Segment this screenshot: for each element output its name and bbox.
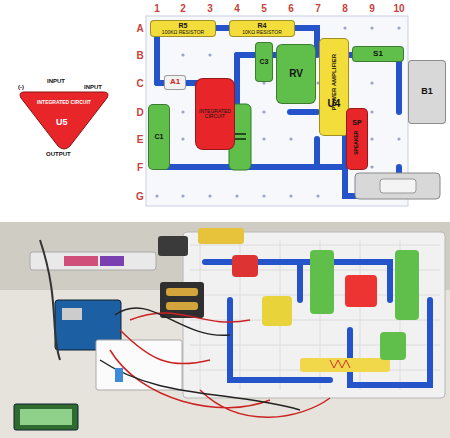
- pinout-symbol: (-) INPUT INPUT INTEGRATED CIRCUIT U5OUTPUT: [14, 78, 114, 162]
- part-label: C1: [155, 133, 164, 140]
- row-letter: C: [136, 78, 143, 89]
- component-block: R5100KΩ RESISTOR: [150, 20, 216, 37]
- grid-dot: [397, 137, 400, 140]
- grid-dot: [181, 110, 184, 113]
- column-number: 9: [369, 3, 375, 14]
- grid-dot: [208, 53, 211, 56]
- part-label: R4: [258, 22, 267, 29]
- part-label: INTEGRATED CIRCUIT: [34, 100, 94, 105]
- row-letter: A: [136, 23, 143, 34]
- part-label: R5: [179, 22, 188, 29]
- component-block: RV: [276, 44, 316, 104]
- grid-dot: [181, 194, 184, 197]
- component-block: R410KΩ RESISTOR: [229, 20, 295, 37]
- component-block: SP SPEAKER: [346, 108, 368, 170]
- grid-dot: [262, 194, 265, 197]
- column-number: 4: [234, 3, 240, 14]
- row-letter: G: [136, 191, 144, 202]
- component-block: POWER AMPLIFIERU4: [319, 38, 349, 136]
- part-label: INPUT: [84, 84, 102, 90]
- column-number: 8: [342, 3, 348, 14]
- part-label: S1: [373, 50, 383, 58]
- column-number: 3: [207, 3, 213, 14]
- grid-dot: [343, 26, 346, 29]
- battery-holder: [355, 173, 440, 199]
- row-letter: B: [136, 50, 143, 61]
- part-label: SPEAKER: [354, 131, 359, 155]
- part-label: 10KΩ RESISTOR: [242, 30, 282, 35]
- part-label: INTEGRATED CIRCUIT: [196, 109, 234, 120]
- photo: [0, 222, 450, 438]
- grid-dot: [155, 194, 158, 197]
- part-label: C3: [260, 58, 269, 65]
- grid-dot: [370, 26, 373, 29]
- grid-dot: [370, 165, 373, 168]
- part-label: B1: [421, 87, 433, 96]
- grid-dot: [370, 110, 373, 113]
- row-letter: E: [137, 134, 144, 145]
- row-letter: F: [137, 162, 143, 173]
- column-number: 7: [315, 3, 321, 14]
- column-number: 6: [288, 3, 294, 14]
- component-block: INTEGRATED CIRCUIT: [195, 78, 235, 150]
- component-block: A1: [164, 75, 186, 90]
- row-letter: D: [136, 107, 143, 118]
- grid-dot: [289, 137, 292, 140]
- grid-dot: [181, 137, 184, 140]
- grid-dot: [181, 53, 184, 56]
- part-label: RV: [289, 69, 303, 80]
- component-block: C3: [255, 42, 273, 82]
- part-label: OUTPUT: [46, 151, 71, 157]
- component-block: B1: [408, 60, 446, 124]
- part-label: U5: [56, 118, 68, 127]
- part-label: 100KΩ RESISTOR: [162, 30, 204, 35]
- grid-dot: [262, 137, 265, 140]
- grid-dot: [262, 110, 265, 113]
- grid-dot: [316, 194, 319, 197]
- grid-dot: [397, 26, 400, 29]
- part-label: INPUT: [47, 78, 65, 84]
- grid-dot: [289, 194, 292, 197]
- part-label: U4: [328, 99, 341, 110]
- column-number: 1: [154, 3, 160, 14]
- column-number: 2: [180, 3, 186, 14]
- part-label: SP: [352, 119, 361, 126]
- column-number: 10: [393, 3, 404, 14]
- column-number: 5: [261, 3, 267, 14]
- grid-dot: [235, 194, 238, 197]
- grid-dot: [208, 194, 211, 197]
- grid-dot: [370, 81, 373, 84]
- component-block: C1: [148, 104, 170, 170]
- component-block: S1: [352, 46, 404, 62]
- grid-dot: [370, 137, 373, 140]
- part-label: (-): [18, 84, 24, 90]
- part-label: A1: [170, 78, 180, 86]
